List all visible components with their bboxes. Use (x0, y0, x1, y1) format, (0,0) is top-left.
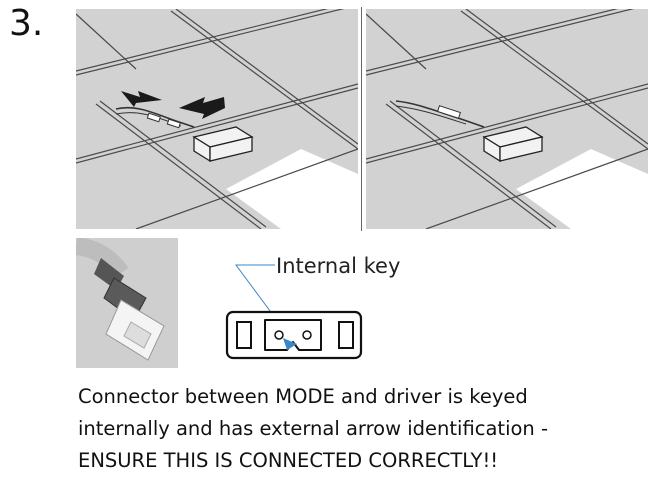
caption-line-3: ENSURE THIS IS CONNECTED CORRECTLY!! (78, 449, 499, 472)
panel-divider (361, 7, 362, 231)
push-arrow-right (179, 97, 225, 119)
caption-text: Connector between MODE and driver is key… (78, 381, 648, 477)
caption-line-1: Connector between MODE and driver is key… (78, 385, 528, 408)
step-number: 3. (9, 3, 44, 44)
plug-icon (76, 238, 178, 368)
socket-diagram (225, 310, 363, 360)
ceiling-grid-illustration-before (76, 9, 358, 229)
caption-line-2: internally and has external arrow identi… (78, 417, 549, 440)
internal-key-marker (283, 338, 297, 350)
connector-photo (76, 238, 178, 368)
internal-key-label: Internal key (276, 254, 401, 278)
ceiling-panel-before (76, 9, 358, 229)
ceiling-panel-after (366, 9, 648, 229)
ceiling-grid-illustration-after (366, 9, 648, 229)
push-arrow-left (121, 91, 162, 107)
